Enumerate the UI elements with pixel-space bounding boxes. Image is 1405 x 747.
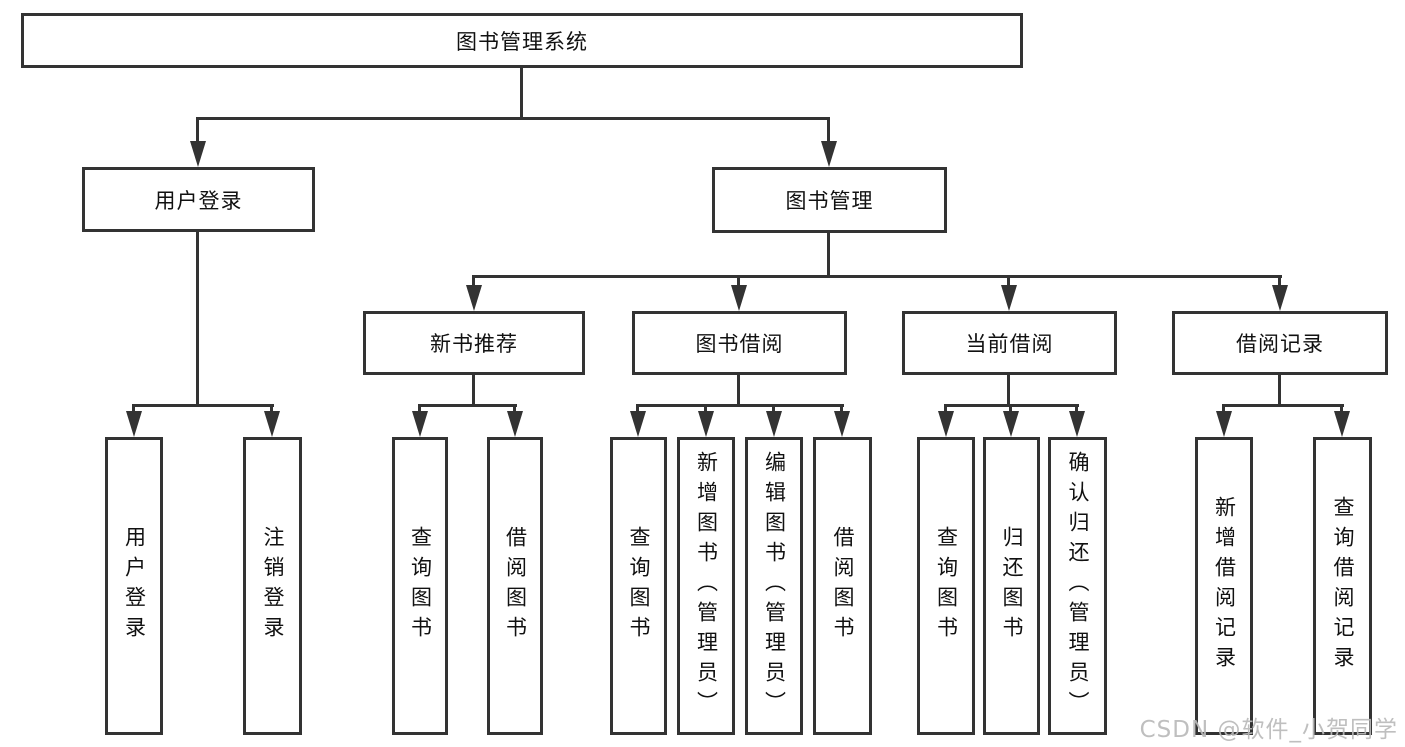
arrow-down-icon xyxy=(1334,411,1350,437)
arrow-down-icon xyxy=(1272,285,1288,311)
connector-line xyxy=(132,404,274,407)
connector-line xyxy=(1007,275,1010,291)
node-root-library-system: 图书管理系统 xyxy=(21,13,1023,68)
connector-line xyxy=(827,117,830,147)
arrow-down-icon xyxy=(507,411,523,437)
connector-line xyxy=(1075,404,1078,416)
connector-line xyxy=(772,404,775,416)
leaf-recommend-borrow-book: 借阅图书 xyxy=(487,437,543,735)
arrow-down-icon xyxy=(630,411,646,437)
arrow-down-icon xyxy=(1069,411,1085,437)
connector-line xyxy=(1278,374,1281,407)
connector-line xyxy=(418,404,517,407)
node-book-management-branch: 图书管理 xyxy=(712,167,947,233)
connector-line xyxy=(472,275,475,291)
leaf-add-book-admin: 新增图书（管理员） xyxy=(677,437,735,735)
leaf-user-login: 用户登录 xyxy=(105,437,163,735)
node-current-borrowing: 当前借阅 xyxy=(902,311,1117,375)
leaf-recommend-query-book: 查询图书 xyxy=(392,437,448,735)
node-borrowing-records: 借阅记录 xyxy=(1172,311,1388,375)
arrow-down-icon xyxy=(1001,285,1017,311)
connector-line xyxy=(840,404,843,416)
connector-line xyxy=(737,374,740,407)
connector-line xyxy=(196,117,199,147)
arrow-down-icon xyxy=(731,285,747,311)
connector-line xyxy=(472,275,1282,278)
arrow-down-icon xyxy=(1003,411,1019,437)
leaf-borrow-book: 借阅图书 xyxy=(813,437,872,735)
connector-line xyxy=(520,68,523,118)
connector-line xyxy=(196,117,830,120)
connector-line xyxy=(418,404,421,416)
leaf-current-query-book: 查询图书 xyxy=(917,437,975,735)
connector-line xyxy=(1222,404,1225,416)
connector-line xyxy=(270,404,273,416)
connector-line xyxy=(1009,404,1012,416)
leaf-return-book: 归还图书 xyxy=(983,437,1040,735)
leaf-confirm-return-admin: 确认归还（管理员） xyxy=(1048,437,1107,735)
arrow-down-icon xyxy=(698,411,714,437)
leaf-borrowing-query-book: 查询图书 xyxy=(610,437,667,735)
node-book-borrowing: 图书借阅 xyxy=(632,311,847,375)
connector-line xyxy=(513,404,516,416)
arrow-down-icon xyxy=(1216,411,1232,437)
leaf-edit-book-admin: 编辑图书（管理员） xyxy=(745,437,803,735)
arrow-down-icon xyxy=(766,411,782,437)
leaf-logout: 注销登录 xyxy=(243,437,302,735)
node-user-login-branch: 用户登录 xyxy=(82,167,315,232)
connector-line xyxy=(1222,404,1344,407)
connector-line xyxy=(196,231,199,407)
csdn-watermark: CSDN @软件_小贺同学 xyxy=(1139,717,1398,743)
connector-line xyxy=(636,404,639,416)
connector-line xyxy=(827,231,830,278)
arrow-down-icon xyxy=(412,411,428,437)
connector-line xyxy=(704,404,707,416)
node-new-book-recommend: 新书推荐 xyxy=(363,311,585,375)
leaf-query-borrow-record: 查询借阅记录 xyxy=(1313,437,1372,735)
arrow-down-icon xyxy=(834,411,850,437)
arrow-down-icon xyxy=(938,411,954,437)
connector-line xyxy=(132,404,135,416)
connector-line xyxy=(1278,275,1281,291)
connector-line xyxy=(472,374,475,407)
arrow-down-icon xyxy=(466,285,482,311)
connector-line xyxy=(636,404,844,407)
arrow-down-icon xyxy=(190,141,206,167)
arrow-down-icon xyxy=(821,141,837,167)
arrow-down-icon xyxy=(264,411,280,437)
connector-line xyxy=(1340,404,1343,416)
leaf-add-borrow-record: 新增借阅记录 xyxy=(1195,437,1253,735)
arrow-down-icon xyxy=(126,411,142,437)
connector-line xyxy=(944,404,947,416)
connector-line xyxy=(737,275,740,291)
connector-line xyxy=(1007,374,1010,407)
